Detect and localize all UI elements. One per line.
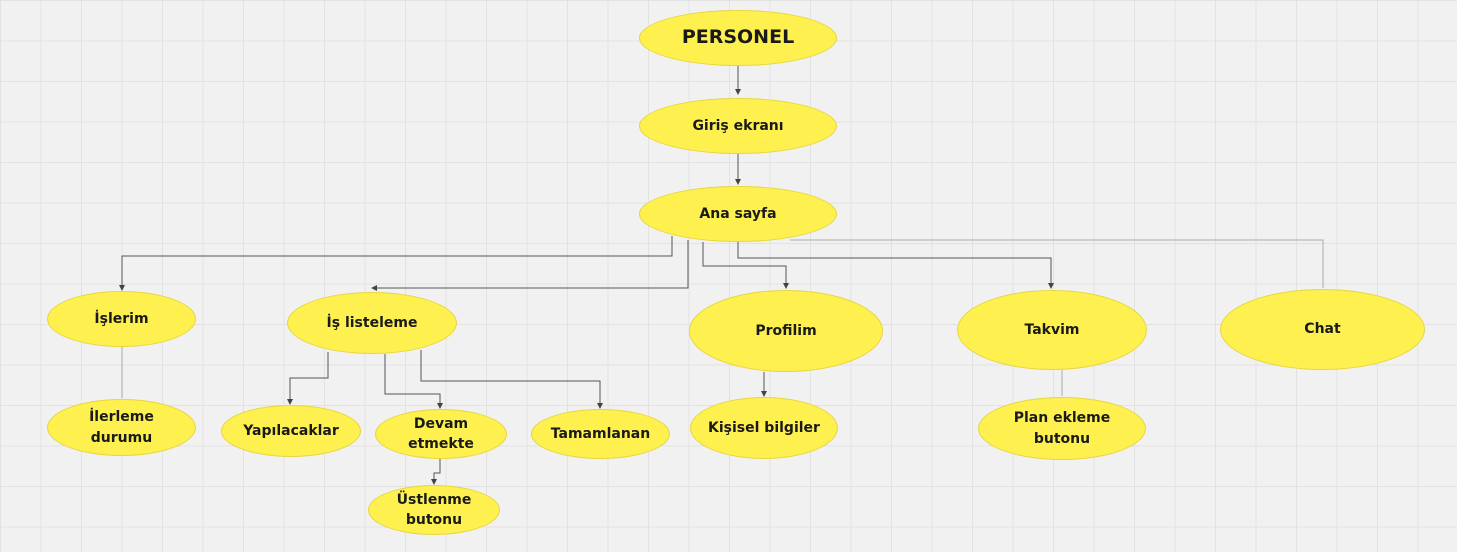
- edge-anasayfa-takvim: [737, 242, 1054, 289]
- node-profilim-label: Profilim: [755, 322, 817, 339]
- node-is-listeleme-label: İş listeleme: [326, 314, 418, 331]
- node-chat[interactable]: Chat: [1220, 289, 1425, 370]
- node-islerim-label: İşlerim: [94, 310, 149, 327]
- node-chat-label: Chat: [1304, 321, 1341, 338]
- node-giris-ekrani-label: Giriş ekranı: [692, 117, 784, 134]
- node-ustlenme-butonu[interactable]: Üstlenme butonu: [368, 485, 500, 535]
- edge-anasayfa-profilim: [702, 242, 789, 289]
- edge-anasayfa-islisteleme: [371, 240, 689, 291]
- node-kisisel-bilgiler-label: Kişisel bilgiler: [708, 419, 820, 436]
- node-devam-etmekte-label: Devam etmekte: [408, 415, 474, 452]
- node-devam-etmekte[interactable]: Devam etmekte: [375, 409, 507, 459]
- node-giris-ekrani[interactable]: Giriş ekranı: [639, 98, 837, 154]
- node-islerim[interactable]: İşlerim: [47, 291, 196, 347]
- edge-islisteleme-tamamlanan: [420, 350, 603, 409]
- edge-islisteleme-yapilacaklar: [287, 352, 329, 405]
- node-takvim[interactable]: Takvim: [957, 290, 1147, 370]
- node-tamamlanan[interactable]: Tamamlanan: [531, 409, 670, 459]
- edge-islisteleme-devam: [384, 354, 443, 409]
- node-takvim-label: Takvim: [1024, 321, 1080, 338]
- node-plan-ekleme-butonu-label: Plan ekleme butonu: [1013, 410, 1111, 447]
- edge-anasayfa-chat: [790, 239, 1324, 288]
- node-yapilacaklar-label: Yapılacaklar: [243, 422, 339, 439]
- node-ilerleme-durumu-label: İlerleme durumu: [89, 409, 154, 446]
- node-plan-ekleme-butonu[interactable]: Plan ekleme butonu: [978, 397, 1146, 460]
- node-tamamlanan-label: Tamamlanan: [550, 425, 651, 442]
- node-personel[interactable]: PERSONEL: [639, 10, 837, 66]
- node-yapilacaklar[interactable]: Yapılacaklar: [221, 405, 361, 457]
- node-ustlenme-butonu-label: Üstlenme butonu: [396, 491, 472, 528]
- node-personel-label: PERSONEL: [681, 26, 795, 49]
- edge-devam-ustlenme: [431, 458, 441, 485]
- node-is-listeleme[interactable]: İş listeleme: [287, 292, 457, 354]
- node-kisisel-bilgiler[interactable]: Kişisel bilgiler: [690, 397, 838, 459]
- edge-anasayfa-islerim: [119, 236, 673, 291]
- node-profilim[interactable]: Profilim: [689, 290, 883, 372]
- node-ana-sayfa-label: Ana sayfa: [699, 205, 777, 222]
- node-ana-sayfa[interactable]: Ana sayfa: [639, 186, 837, 242]
- node-ilerleme-durumu[interactable]: İlerleme durumu: [47, 399, 196, 456]
